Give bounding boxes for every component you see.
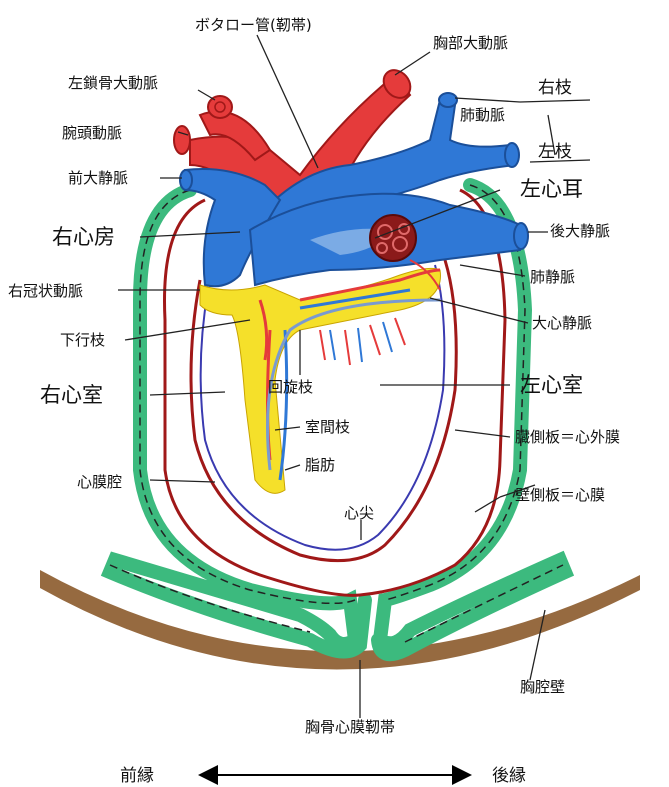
label-ductus: ボタロー管(靭帯)	[195, 16, 312, 34]
label-right-branch: 右枝	[538, 78, 572, 98]
label-great-cardiac-vein: 大心静脈	[532, 314, 592, 332]
label-right-coronary: 右冠状動脈	[8, 282, 83, 300]
label-thoracic-wall: 胸腔壁	[520, 678, 565, 696]
label-pulmonary-vein: 肺静脈	[530, 268, 575, 286]
label-left-ventricle: 左心室	[520, 373, 583, 397]
label-posterior-vena-cava: 後大静脈	[550, 222, 610, 240]
label-anterior-vena-cava: 前大静脈	[68, 169, 128, 187]
label-back-edge: 後縁	[492, 766, 526, 786]
label-pericardial-cavity: 心膜腔	[77, 473, 122, 491]
label-apex: 心尖	[344, 504, 374, 522]
label-right-atrium: 右心房	[52, 225, 115, 249]
label-parietal-layer: 壁側板＝心膜	[515, 486, 605, 504]
label-left-subclavian: 左鎖骨大動脈	[68, 74, 158, 92]
label-left-auricle: 左心耳	[520, 177, 583, 201]
label-descending-branch: 下行枝	[60, 331, 105, 349]
label-brachiocephalic: 腕頭動脈	[62, 124, 122, 142]
label-fat: 脂肪	[305, 456, 335, 474]
label-visceral-layer: 臓側板＝心外膜	[515, 428, 620, 446]
left-auricle-shape	[370, 215, 416, 261]
label-pulmonary-artery: 肺動脈	[460, 106, 505, 124]
label-front-edge: 前縁	[120, 766, 154, 786]
label-left-branch: 左枝	[538, 142, 572, 162]
label-sternopericardial-ligament: 胸骨心膜靭帯	[305, 718, 395, 736]
label-circumflex-branch: 回旋枝	[268, 378, 313, 396]
label-thoracic-aorta: 胸部大動脈	[433, 34, 508, 52]
label-interventricular-branch: 室間枝	[305, 418, 350, 436]
label-right-ventricle: 右心室	[40, 383, 103, 407]
